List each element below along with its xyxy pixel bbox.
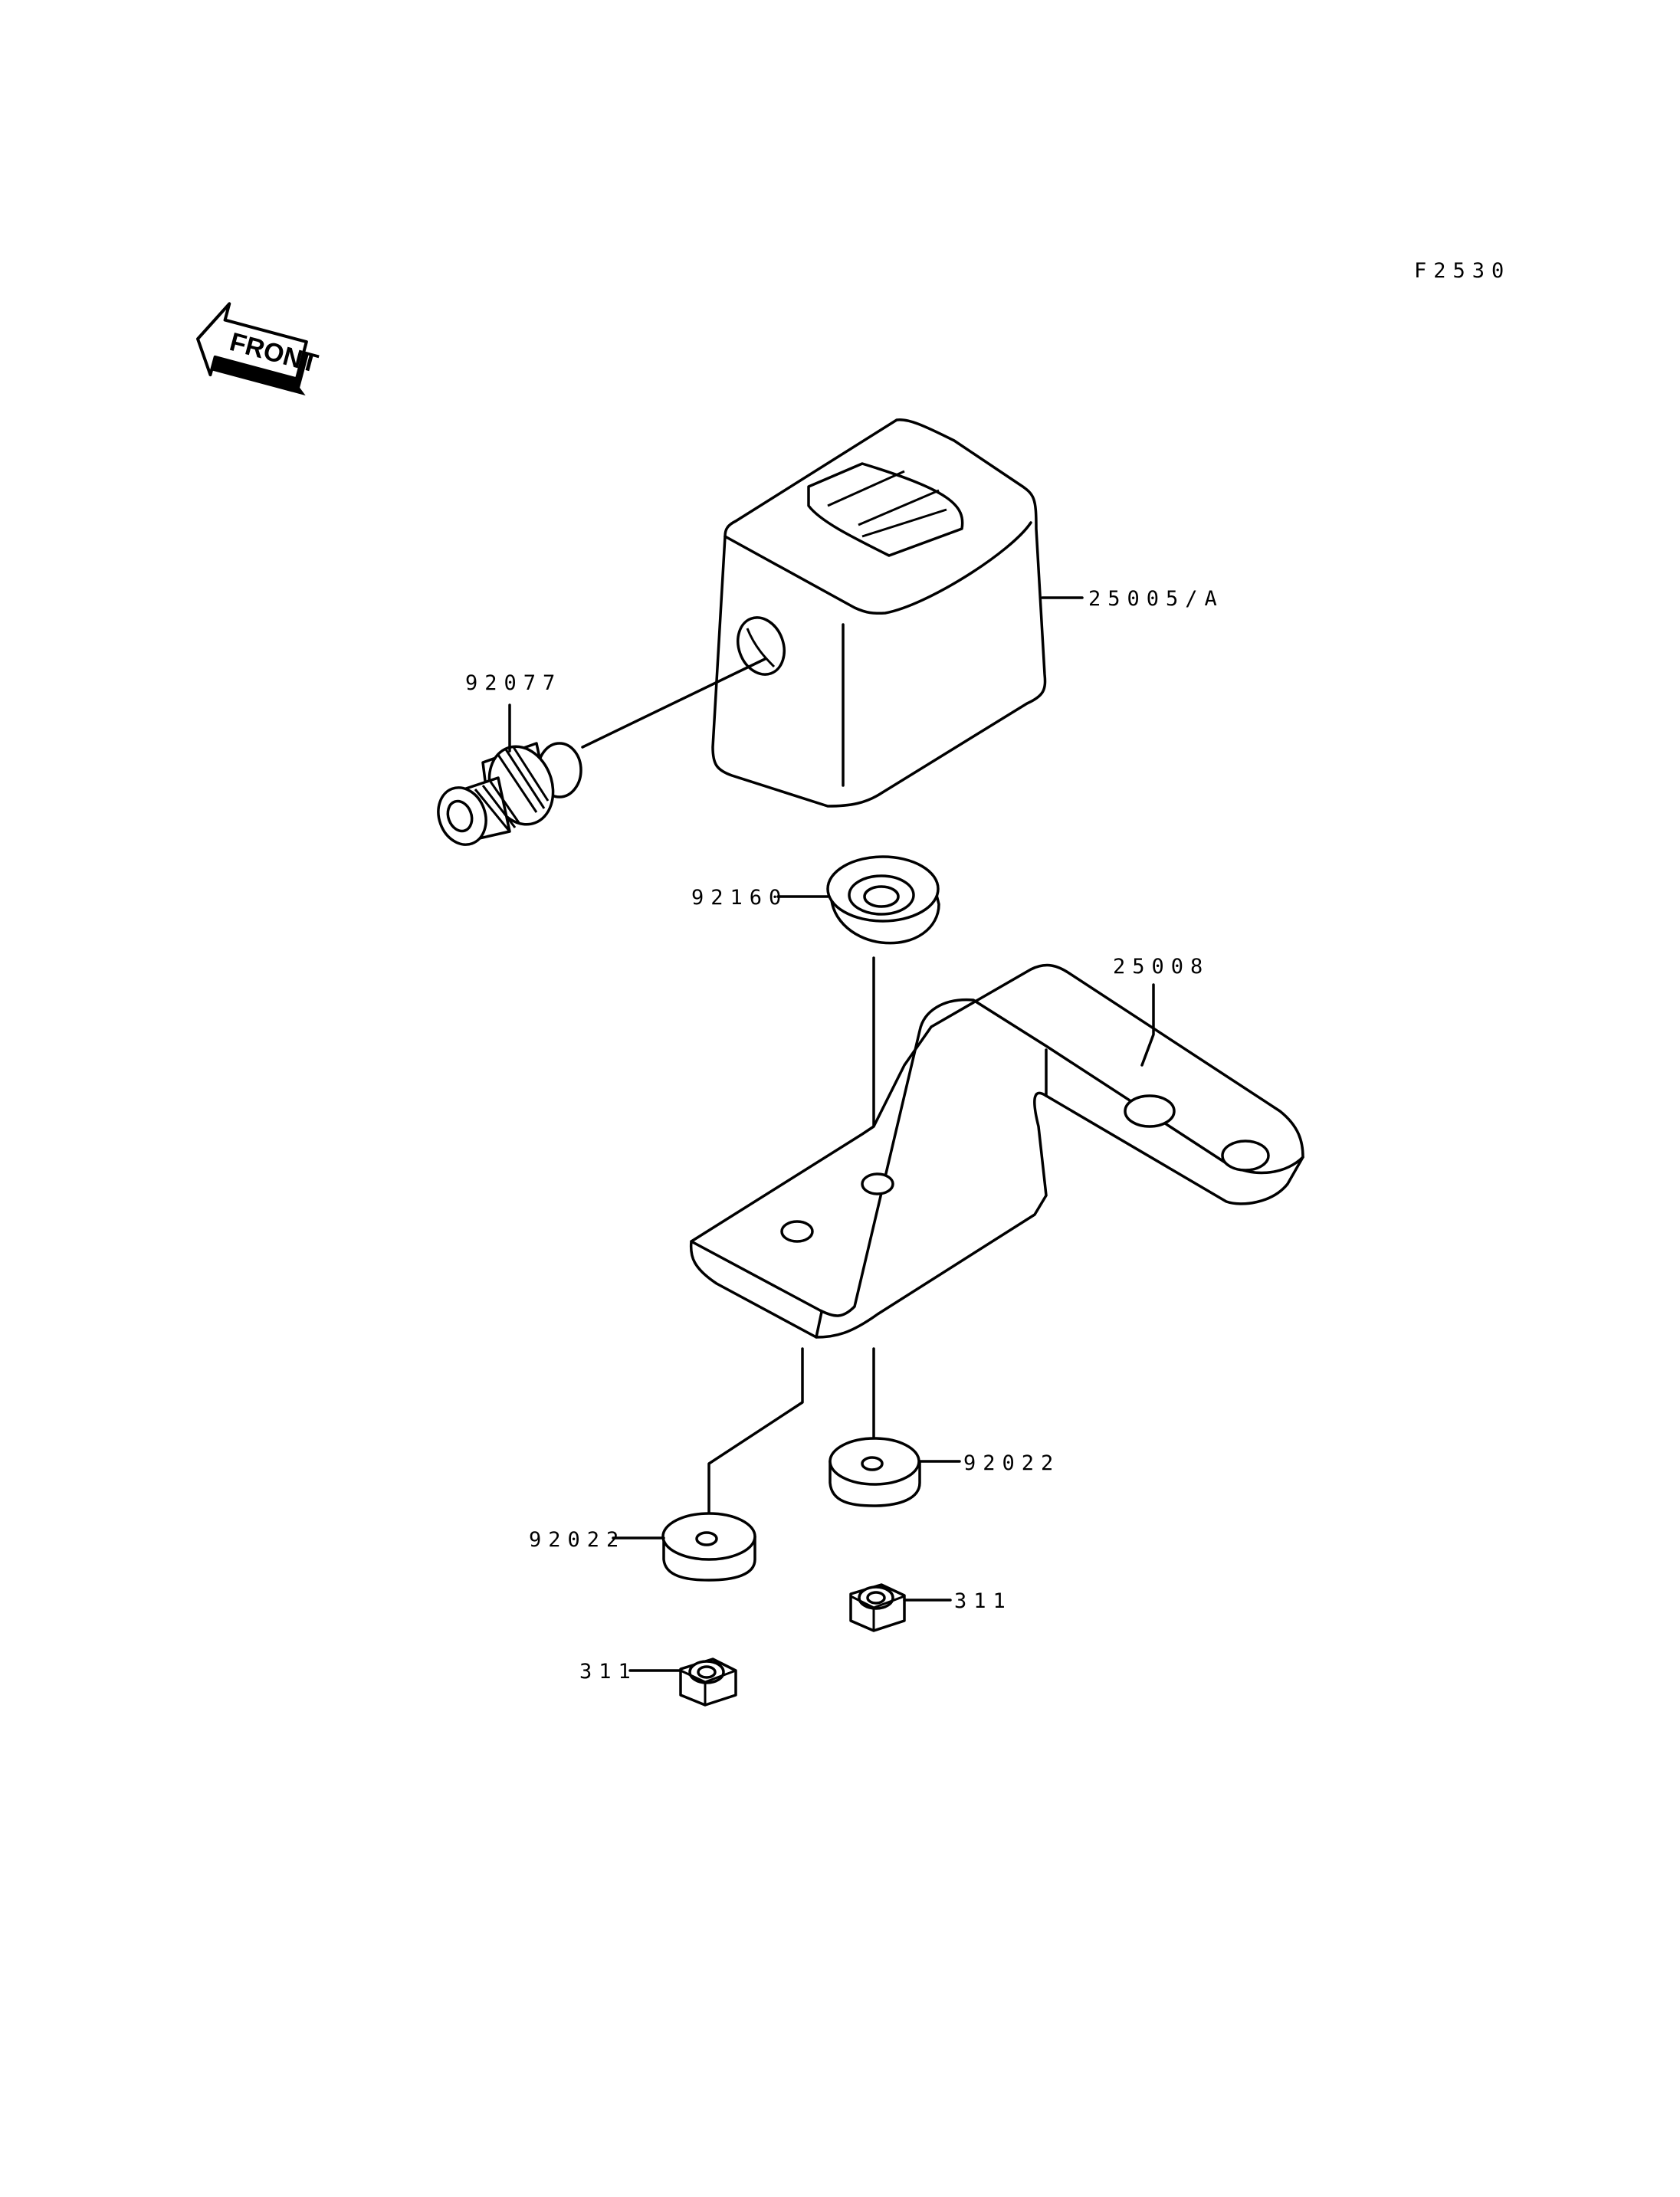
washer-left xyxy=(661,1512,756,1582)
nut-right xyxy=(849,1583,906,1632)
washer-right xyxy=(829,1437,921,1507)
part-label-25008: 25008 xyxy=(1113,955,1209,979)
bracket xyxy=(689,963,1304,1339)
callout-leaders xyxy=(508,596,1155,1672)
speedometer-unit xyxy=(711,418,1047,808)
grommet xyxy=(826,855,940,1174)
front-arrow-icon: FRONT xyxy=(195,302,321,396)
figure-code: F2530 xyxy=(1414,259,1511,283)
part-label-25005a: 25005/A xyxy=(1088,587,1224,611)
part-label-311-right: 311 xyxy=(954,1589,1012,1613)
pinion-joint xyxy=(437,657,766,846)
part-label-92022-right: 92022 xyxy=(963,1451,1060,1475)
part-label-311-left: 311 xyxy=(579,1660,638,1684)
part-label-92077: 92077 xyxy=(465,671,562,695)
nut-left xyxy=(679,1658,737,1707)
leader-washer-left xyxy=(707,1347,804,1542)
part-label-92160: 92160 xyxy=(691,886,788,910)
part-label-92022-left: 92022 xyxy=(529,1528,625,1552)
